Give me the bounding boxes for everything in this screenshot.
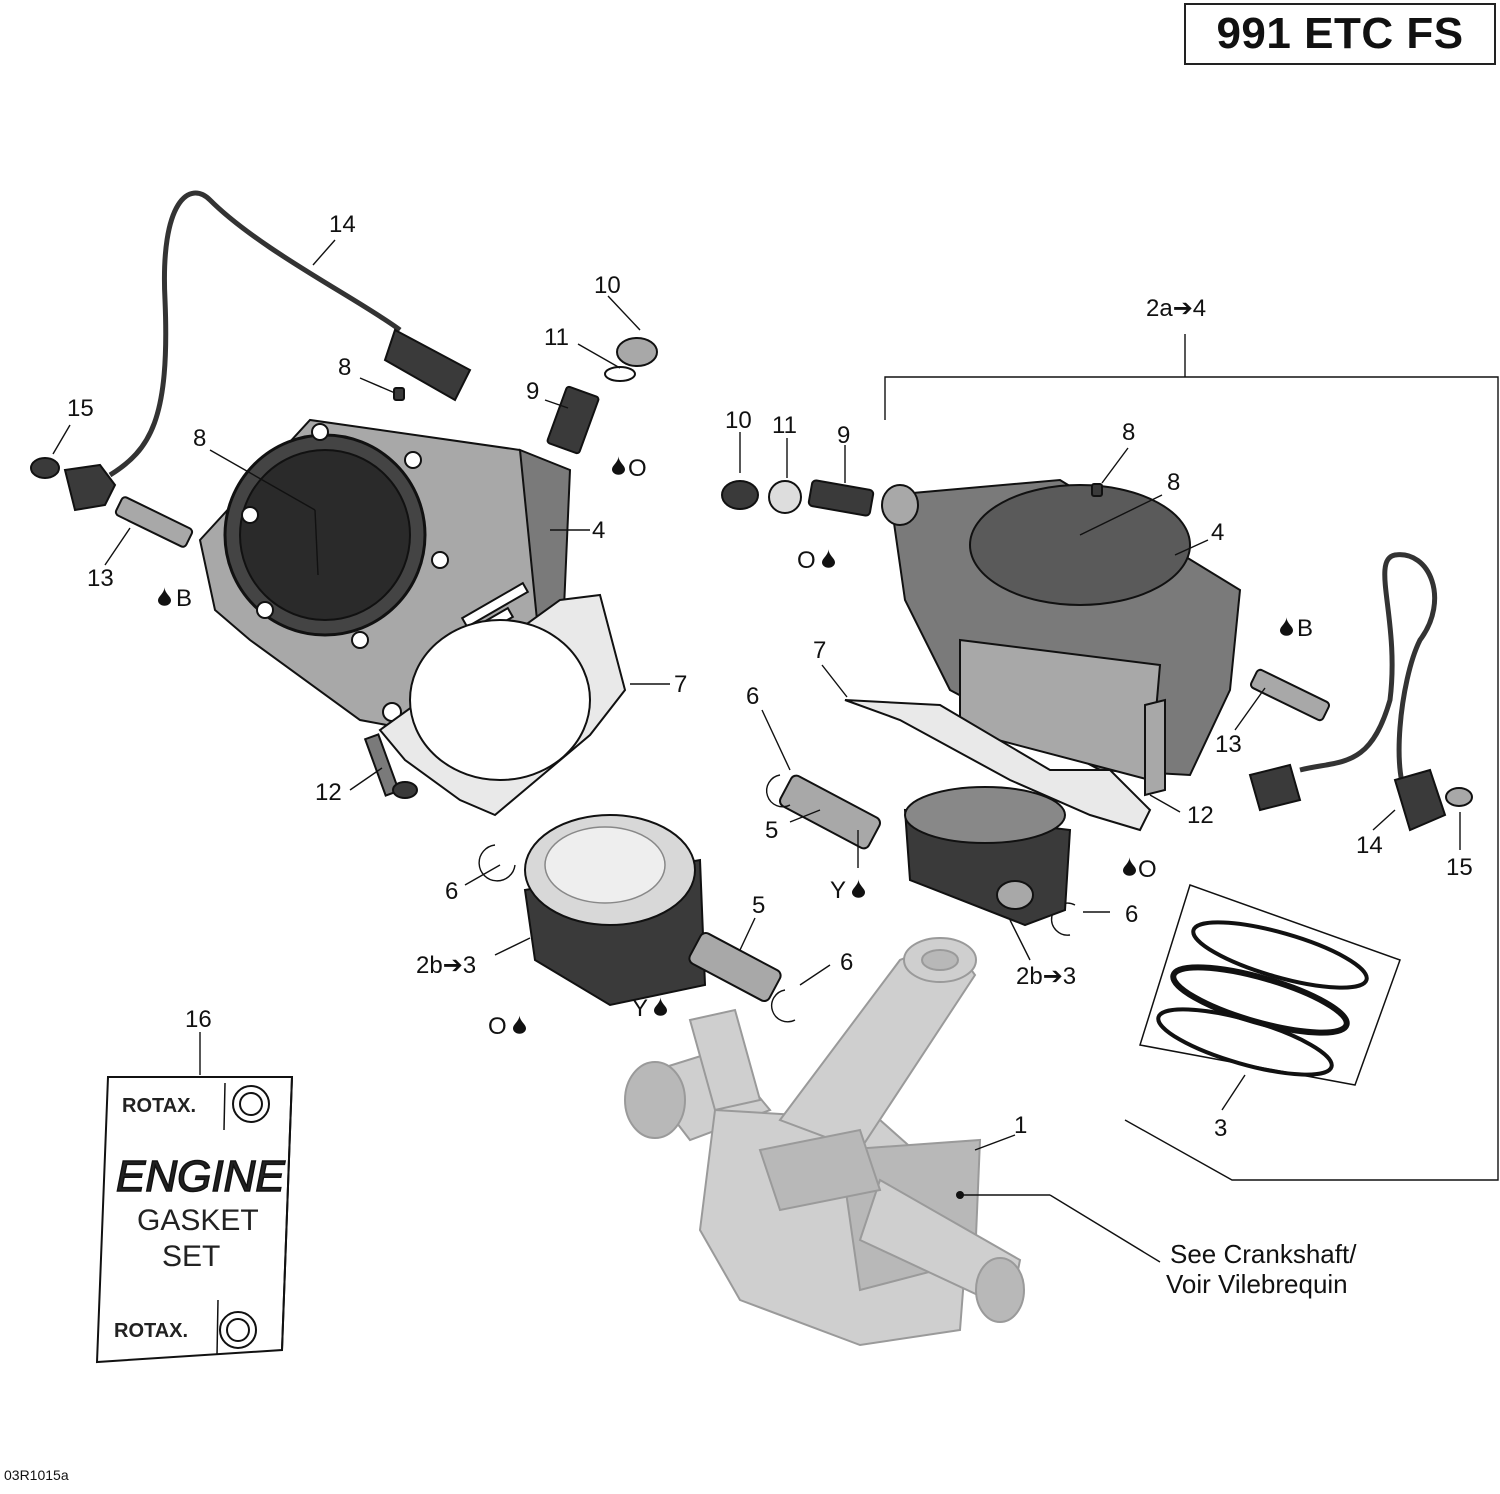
kit-brand-top: ROTAX. — [122, 1095, 196, 1117]
assembly-bracket-2a-4 — [884, 376, 1499, 1181]
callout-8-right-a: 8 — [1122, 419, 1135, 446]
crankshaft-ghost — [624, 937, 1025, 1347]
lube-y-2: Y — [632, 995, 648, 1022]
callout-6-right-a: 6 — [746, 683, 759, 710]
callout-7-left: 7 — [674, 671, 687, 698]
callout-8-left: 8 — [193, 425, 206, 452]
oil-drop-icon — [612, 456, 625, 475]
callout-3: 3 — [1214, 1115, 1227, 1142]
callout-7-right: 7 — [813, 637, 826, 664]
oil-drop-icon — [822, 549, 835, 568]
callout-5-right: 5 — [765, 817, 778, 844]
callout-11-right: 11 — [772, 412, 797, 439]
callout-1: 1 — [1014, 1112, 1027, 1139]
callout-9-right: 9 — [837, 422, 850, 449]
callout-14-left: 14 — [329, 211, 356, 238]
callout-4-right: 4 — [1211, 519, 1224, 546]
callout-5-left: 5 — [752, 892, 765, 919]
right-cylinder — [721, 478, 1242, 797]
right-cylinder-gasket — [844, 699, 1152, 832]
kit-title-set: SET — [162, 1240, 220, 1273]
left-small-parts — [30, 190, 1473, 1023]
model-title: 991 ETC FS — [1184, 3, 1496, 65]
oil-drop-icon — [513, 1015, 526, 1034]
callout-2b3-right: 2b➔3 — [1016, 963, 1076, 990]
crankshaft-note-line1: See Crankshaft/ — [1170, 1239, 1357, 1269]
callout-2a4: 2a➔4 — [1146, 295, 1206, 322]
kit-brand-bottom: ROTAX. — [114, 1320, 188, 1342]
callout-13-left: 13 — [87, 565, 114, 592]
piston-rings-panel — [1139, 884, 1401, 1086]
lube-y-1: Y — [830, 877, 846, 904]
callout-11-top: 11 — [544, 324, 569, 351]
callout-10-top: 10 — [594, 272, 621, 299]
callout-8-right-b: 8 — [1167, 469, 1180, 496]
leader-lines — [52, 239, 1461, 1263]
lube-o-2: O — [797, 547, 816, 574]
oil-drop-icon — [1123, 857, 1136, 876]
callout-6-left-a: 6 — [445, 878, 458, 905]
kit-title-engine: ENGINE — [116, 1152, 285, 1201]
oil-drop-icon — [158, 587, 171, 606]
callout-6-left-b: 6 — [840, 949, 853, 976]
callout-9-left: 9 — [526, 378, 539, 405]
lube-o-3: O — [1138, 856, 1157, 883]
callout-15-right: 15 — [1446, 854, 1473, 881]
gasket-kit-folder: ROTAX. ENGINE GASKET SET ROTAX. — [95, 1076, 294, 1364]
callout-10-right: 10 — [725, 407, 752, 434]
kit-title-gasket: GASKET — [137, 1204, 259, 1237]
callout-14-right: 14 — [1356, 832, 1383, 859]
callout-8-top: 8 — [338, 354, 351, 381]
callout-16: 16 — [185, 1006, 212, 1033]
callout-6-right-b: 6 — [1125, 901, 1138, 928]
callout-4-left: 4 — [592, 517, 605, 544]
callout-12-right: 12 — [1187, 802, 1214, 829]
lube-o-1: O — [628, 455, 647, 482]
lube-b-2: B — [1297, 615, 1313, 642]
callout-labels: 14 10 11 8 9 15 8 4 13 7 12 6 2b➔3 5 6 1… — [67, 211, 1473, 1142]
diagram-code: 03R1015a — [4, 1467, 69, 1483]
callout-2b3-left: 2b➔3 — [416, 952, 476, 979]
left-piston — [523, 814, 707, 1007]
oil-drop-icon — [852, 879, 865, 898]
right-piston — [903, 786, 1072, 927]
callout-15-left: 15 — [67, 395, 94, 422]
oil-drop-icon — [654, 997, 667, 1016]
lube-b-1: B — [176, 585, 192, 612]
callout-13-right: 13 — [1215, 731, 1242, 758]
lube-o-4: O — [488, 1013, 507, 1040]
lubricant-markers: O B O O Y Y B O — [158, 455, 1313, 1040]
callout-12-left: 12 — [315, 779, 342, 806]
oil-drop-icon — [1280, 617, 1293, 636]
crankshaft-ref-dot — [956, 1191, 964, 1199]
crankshaft-note-line2: Voir Vilebrequin — [1166, 1269, 1348, 1299]
